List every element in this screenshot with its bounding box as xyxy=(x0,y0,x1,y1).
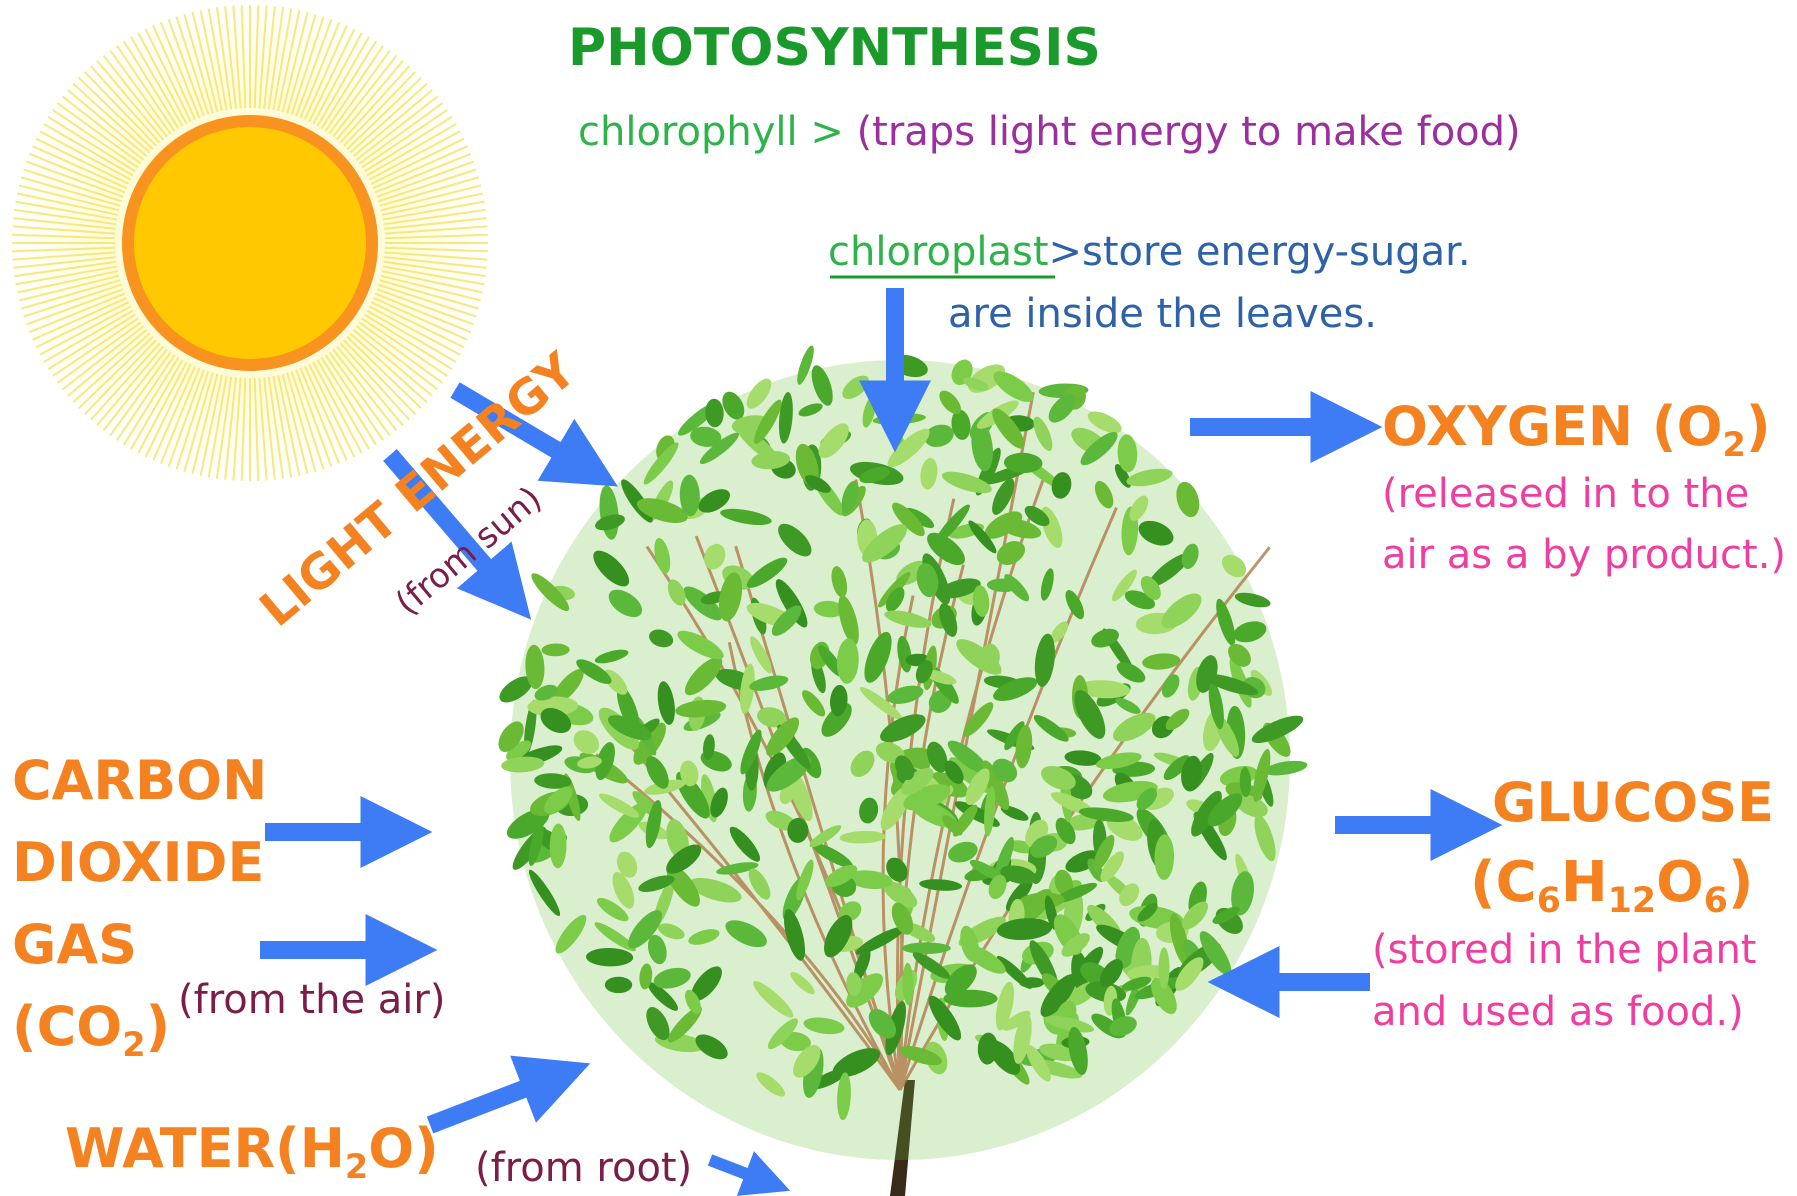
arrows xyxy=(260,288,1503,1196)
carbon-line-2: DIOXIDE xyxy=(12,831,265,894)
chloroplast-term: chloroplast xyxy=(828,229,1049,275)
arrow-water-in xyxy=(426,1055,591,1134)
chloroplast-line: chloroplast>store energy-sugar. xyxy=(828,232,1471,272)
water-source-label: (from root) xyxy=(475,1145,693,1191)
oxygen-desc-1: (released in to the xyxy=(1382,471,1750,517)
sun-icon xyxy=(10,3,490,483)
arrow-light-upper xyxy=(450,382,618,487)
glucose-label: GLUCOSE xyxy=(1492,771,1774,834)
oxygen-label: OXYGEN (O2) xyxy=(1382,395,1771,464)
chloroplast-desc-2: are inside the leaves. xyxy=(948,291,1377,337)
glucose-desc-2: and used as food.) xyxy=(1372,989,1744,1035)
oxygen-desc-2: air as a by product.) xyxy=(1382,532,1787,578)
glucose-desc-1: (stored in the plant xyxy=(1372,927,1757,973)
water-label: WATER(H2O) xyxy=(65,1117,439,1186)
chloroplast-desc-1: >store energy-sugar. xyxy=(1048,229,1471,275)
arrow-root-in xyxy=(707,1151,791,1196)
carbon-source-label: (from the air) xyxy=(178,977,446,1023)
carbon-formula: (CO2) xyxy=(12,995,171,1064)
carbon-line-1: CARBON xyxy=(12,749,268,812)
chlorophyll-line: chlorophyll > (traps light energy to mak… xyxy=(578,112,1521,152)
plant-icon xyxy=(498,345,1308,1196)
carbon-line-3: GAS xyxy=(12,913,138,976)
chlorophyll-desc: (traps light energy to make food) xyxy=(856,109,1521,155)
arrow-light-lower xyxy=(383,449,532,620)
chlorophyll-term: chlorophyll > xyxy=(578,109,844,155)
glucose-formula: (C6H12O6) xyxy=(1470,850,1754,922)
page-title: PHOTOSYNTHESIS xyxy=(568,18,1101,78)
